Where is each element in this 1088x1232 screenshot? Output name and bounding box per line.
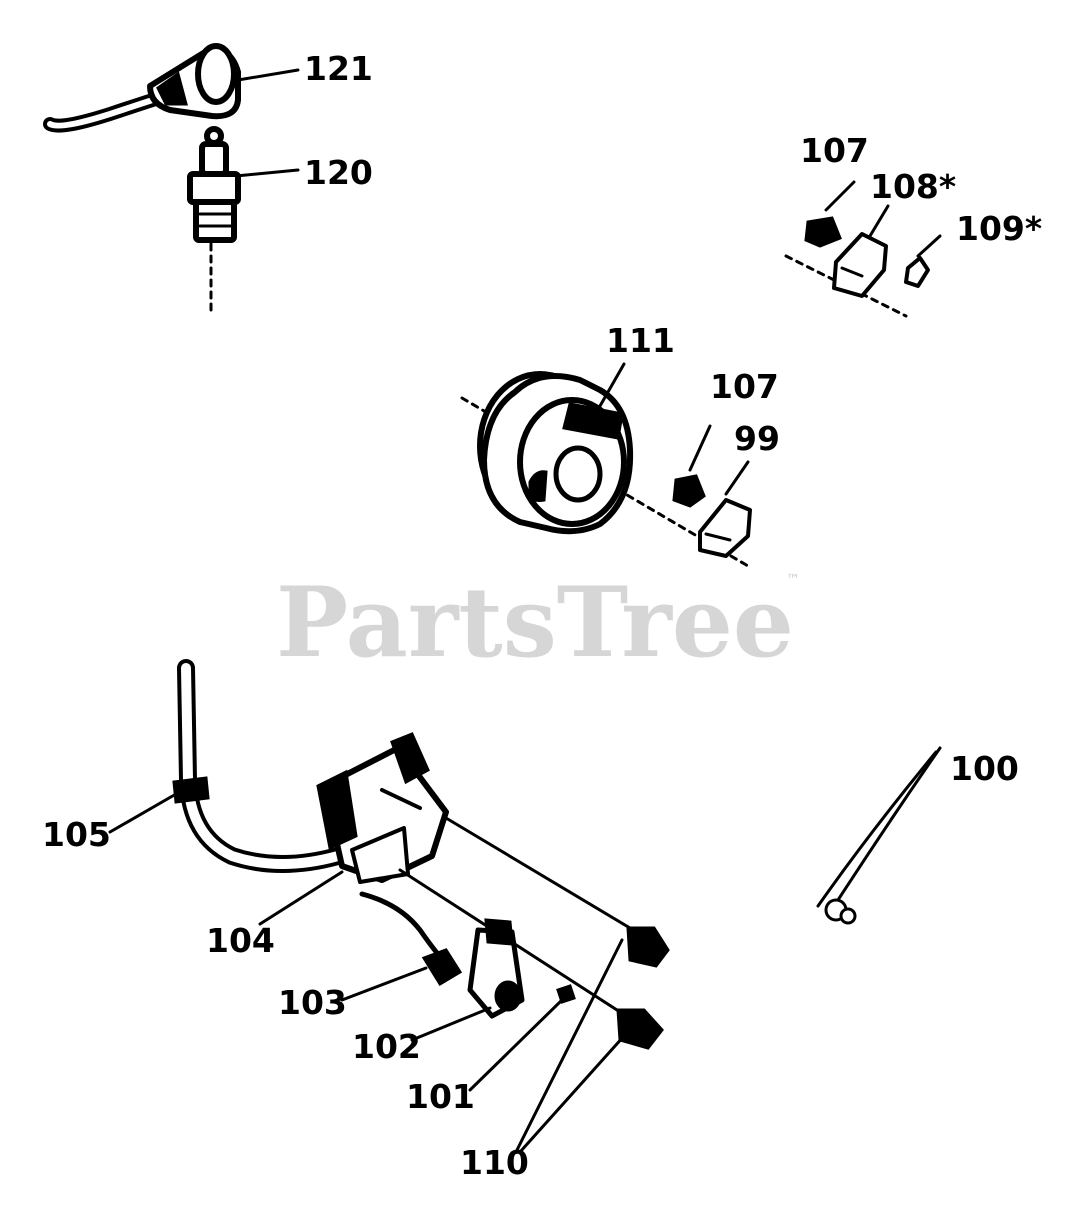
callout-110: 110 (460, 1143, 529, 1182)
watermark: PartsTree ™ (276, 566, 800, 679)
callout-109: 109* (956, 209, 1042, 248)
ignition-wire-105 (108, 659, 347, 873)
parts-107-108-109-upper (784, 180, 942, 318)
callout-103: 103 (278, 983, 347, 1022)
callout-107-upper: 107 (800, 131, 869, 170)
callout-121: 121 (304, 49, 373, 88)
part-102 (410, 918, 525, 1042)
callout-labels: 121 120 107 108* 109* 111 107 99 100 105… (42, 49, 1042, 1182)
screws-110 (514, 926, 670, 1154)
callout-101: 101 (406, 1077, 475, 1116)
callout-107-middle: 107 (710, 367, 779, 406)
callout-105: 105 (42, 815, 111, 854)
ignition-module (258, 732, 652, 1032)
part-101 (468, 984, 576, 1092)
callout-120: 120 (304, 153, 373, 192)
flywheel-111 (460, 362, 750, 568)
watermark-text: PartsTree (276, 566, 794, 679)
callout-104: 104 (206, 921, 275, 960)
watermark-trademark: ™ (786, 572, 800, 588)
callout-102: 102 (352, 1027, 421, 1066)
ground-wire-100 (816, 746, 942, 925)
part-103 (340, 891, 463, 1002)
callout-108: 108* (870, 167, 956, 206)
spark-plug-boot-121 (43, 43, 300, 133)
callout-100: 100 (950, 749, 1019, 788)
callout-99: 99 (734, 419, 780, 458)
parts-107-99-middle (672, 424, 752, 558)
callout-111: 111 (606, 321, 675, 360)
spark-plug-120 (187, 126, 300, 318)
